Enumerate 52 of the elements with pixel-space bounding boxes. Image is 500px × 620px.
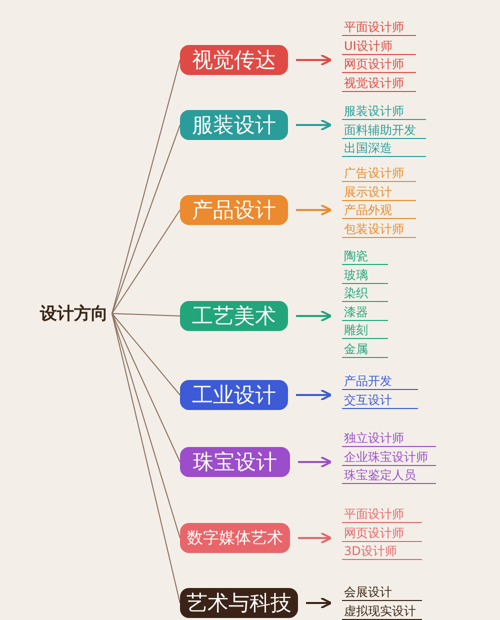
connector-line [112, 313, 180, 538]
category-box: 艺术与科技 [180, 588, 298, 618]
career-item: 包装设计师 [342, 222, 416, 238]
arrow [296, 119, 332, 131]
career-item: 染织 [342, 286, 388, 302]
connector-line [112, 124, 180, 314]
category-box: 视觉传达 [180, 45, 288, 75]
career-item: 展示设计 [342, 184, 416, 200]
category-box: 珠宝设计 [180, 447, 290, 477]
career-item: 独立设计师 [342, 431, 436, 447]
career-item: 漆器 [342, 304, 388, 320]
arrow [298, 532, 332, 544]
career-item: 服装设计师 [342, 104, 426, 120]
career-item: 会展设计 [342, 585, 422, 601]
career-item: 产品开发 [342, 374, 418, 390]
arrow [296, 389, 332, 401]
career-item: 玻璃 [342, 268, 388, 284]
career-item: 广告设计师 [342, 166, 416, 182]
career-item: UI设计师 [342, 38, 416, 54]
category-box: 工艺美术 [180, 301, 288, 331]
connector-line [112, 313, 180, 604]
career-item: 出国深造 [342, 141, 426, 157]
connector-line [112, 210, 180, 314]
career-item: 视觉设计师 [342, 76, 416, 92]
arrow [296, 310, 332, 322]
career-item: 平面设计师 [342, 507, 422, 523]
connector-line [112, 60, 180, 314]
career-item: 金属 [342, 342, 388, 358]
career-item: 虚拟现实设计 [342, 604, 422, 620]
career-item: 3D设计师 [342, 544, 422, 560]
career-item: 平面设计师 [342, 20, 416, 36]
arrow [306, 597, 332, 609]
category-box: 数字媒体艺术 [180, 523, 290, 553]
career-item: 企业珠宝设计师 [342, 450, 436, 466]
career-item: 网页设计师 [342, 526, 422, 542]
career-item: 雕刻 [342, 323, 388, 339]
arrow [296, 204, 332, 216]
root-label: 设计方向 [40, 302, 108, 325]
career-item: 网页设计师 [342, 57, 416, 73]
connector-line [112, 313, 180, 462]
arrow [298, 456, 332, 468]
career-item: 珠宝鉴定人员 [342, 468, 436, 484]
category-box: 工业设计 [180, 380, 288, 410]
arrow [296, 54, 332, 66]
category-box: 产品设计 [180, 195, 288, 225]
career-item: 面料辅助开发 [342, 122, 426, 138]
career-item: 产品外观 [342, 203, 416, 219]
connector-line [112, 313, 180, 396]
career-item: 陶瓷 [342, 249, 388, 265]
career-item: 交互设计 [342, 392, 418, 408]
category-box: 服装设计 [180, 110, 288, 140]
connector-line [112, 313, 180, 316]
